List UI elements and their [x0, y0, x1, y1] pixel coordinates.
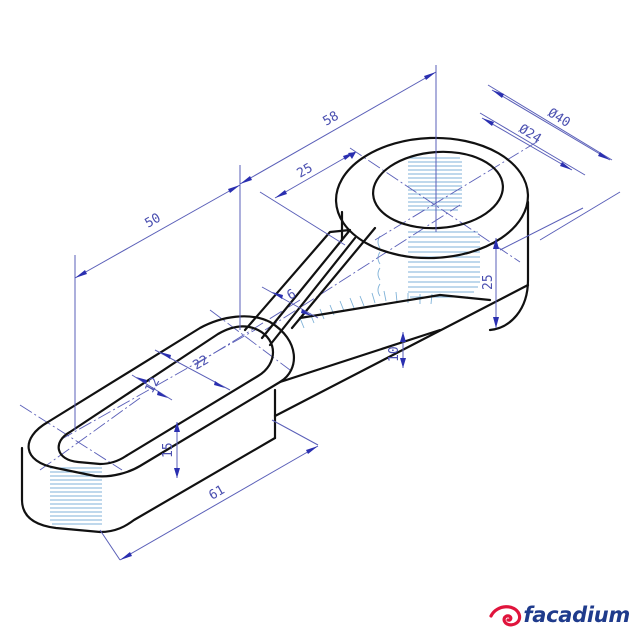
dimension-diameter-40: Ø40 [491, 89, 611, 161]
dim-50-label: 50 [143, 211, 164, 232]
leader-arrowhead [348, 152, 356, 159]
dim-12-label: 12 [142, 375, 163, 396]
dimension-61: 61 [119, 445, 319, 561]
dimension-25-offset: 25 [274, 151, 356, 199]
dim-61-label: 61 [207, 483, 228, 504]
part-outline [20, 136, 530, 534]
dim-25-height-label: 25 [481, 274, 496, 290]
dimension-10: 10 [387, 332, 406, 368]
dim-15-label: 15 [161, 442, 176, 458]
dim-diameter-40-label: Ø40 [545, 106, 573, 131]
extension-lines [74, 65, 621, 561]
dimension-25-height: 25 [481, 238, 499, 328]
dimension-58: 58 [239, 71, 437, 185]
dim-diameter-24-label: Ø24 [516, 122, 544, 147]
dim-10-label: 10 [387, 346, 402, 362]
center-lines [19, 139, 541, 471]
brand-name: facadium [523, 603, 630, 627]
dimension-15: 15 [161, 422, 180, 478]
swirl-icon [489, 605, 522, 627]
dimension-12: 12 [131, 374, 173, 401]
dim-25-offset-label: 25 [295, 161, 316, 182]
facadium-logo: facadium [489, 602, 630, 628]
dim-58-label: 58 [321, 109, 342, 130]
dimension-50: 50 [74, 184, 241, 279]
dimension-22: 22 [154, 349, 231, 391]
dim-22-label: 22 [191, 353, 212, 374]
